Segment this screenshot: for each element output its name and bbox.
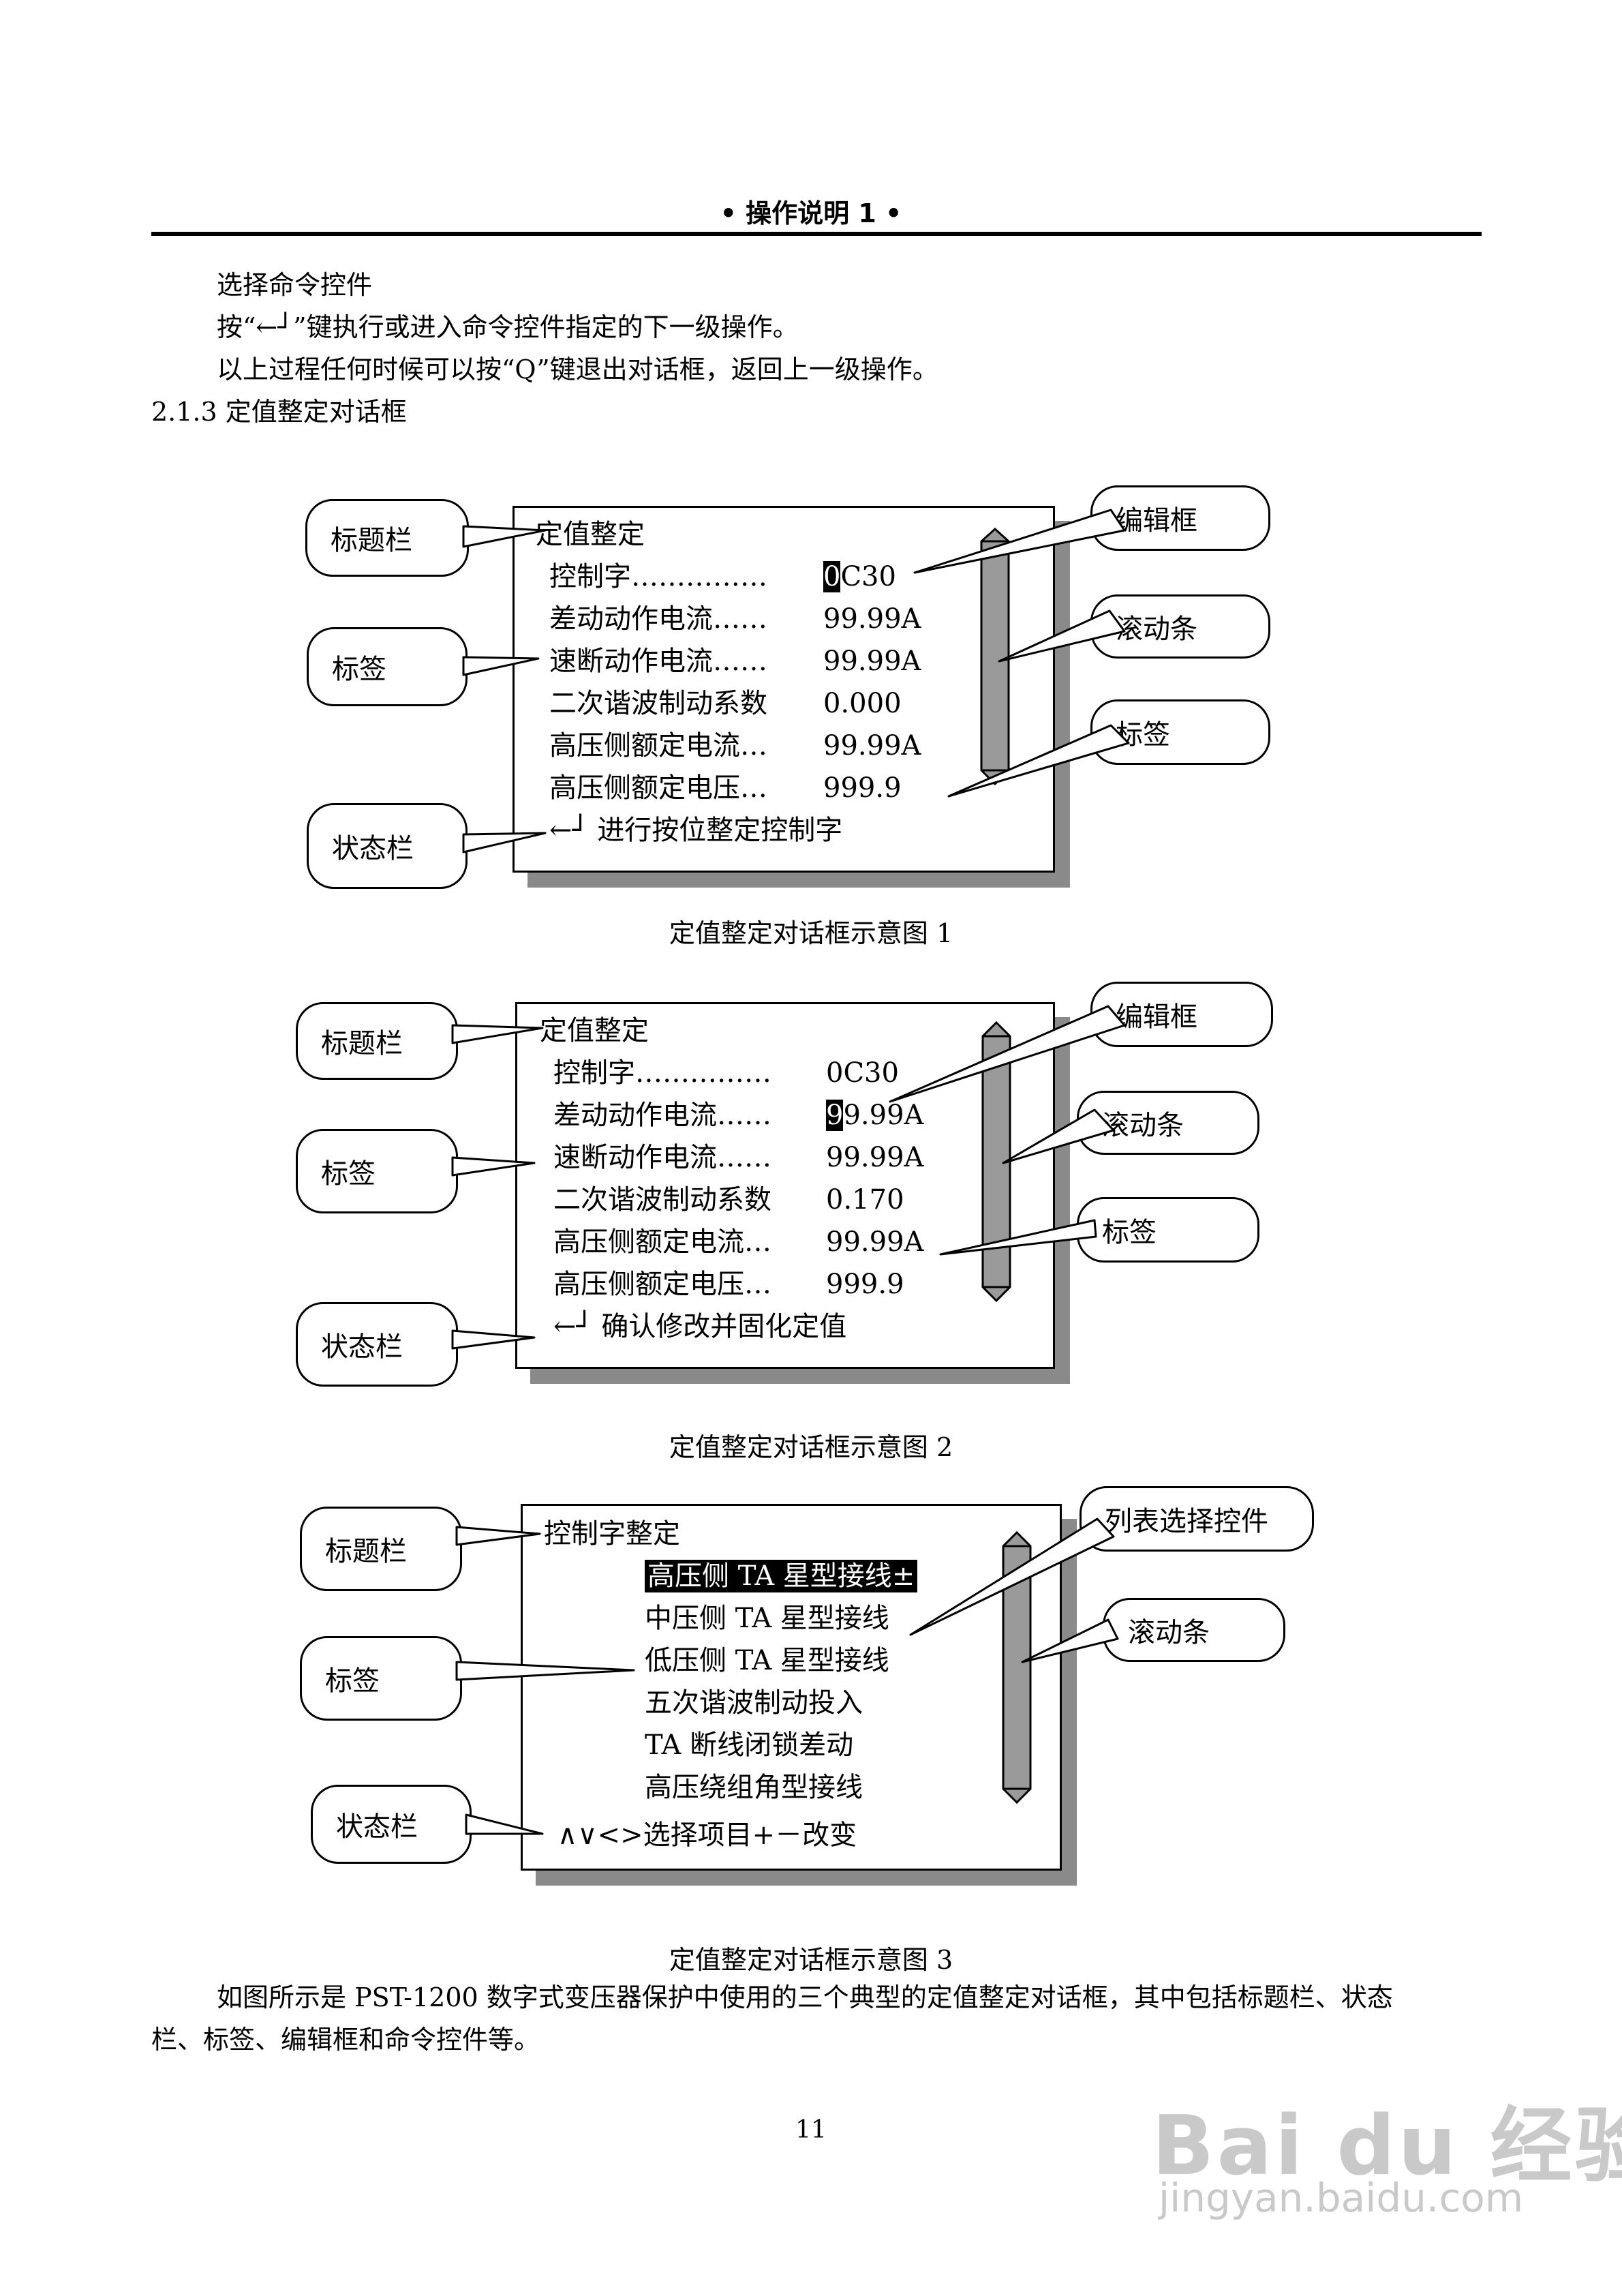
setting-value[interactable]: 0C30	[826, 1057, 899, 1089]
setting-value[interactable]: 99.99A	[826, 1142, 924, 1173]
list-item[interactable]: 五次谐波制动投入	[645, 1687, 863, 1719]
setting-label: 控制字……………	[549, 561, 767, 592]
setting-label: 高压侧额定电压…	[549, 772, 767, 804]
callout-label: 标签	[296, 1129, 458, 1213]
setting-value-edit-box[interactable]: 99.99A	[826, 1099, 923, 1132]
callout-scroll-bar: 滚动条	[1090, 594, 1270, 659]
edit-cursor: 0	[823, 561, 841, 592]
watermark-url: jingyan.baidu.com	[1159, 2175, 1524, 2221]
callout-title-bar: 标题栏	[300, 1507, 462, 1591]
callout-status-bar: 状态栏	[296, 1302, 458, 1387]
callout-scroll-bar: 滚动条	[1077, 1091, 1259, 1155]
setting-value: C30	[840, 561, 896, 592]
setting-value[interactable]: 99.99A	[823, 730, 921, 761]
callout-label: 标签	[307, 627, 468, 706]
setting-label: 高压侧额定电压…	[553, 1269, 771, 1300]
intro-line-2: 按“←┘”键执行或进入命令控件指定的下一级操作。	[217, 312, 799, 342]
setting-label: 速断动作电流……	[553, 1142, 771, 1173]
callout-edit-box: 编辑框	[1090, 982, 1273, 1047]
dialog-2-title: 定值整定	[540, 1015, 649, 1046]
intro-line-3: 以上过程任何时候可以按“Q”键退出对话框，返回上一级操作。	[217, 354, 938, 384]
callout-label: 标签	[300, 1636, 462, 1721]
summary-line-1: 如图所示是 PST-1200 数字式变压器保护中使用的三个典型的定值整定对话框，…	[217, 1982, 1393, 2012]
figure-3-caption: 定值整定对话框示意图 3	[669, 1945, 953, 1975]
section-heading: 2.1.3 定值整定对话框	[151, 397, 407, 427]
list-item[interactable]: 中压侧 TA 星型接线	[645, 1603, 889, 1634]
setting-label: 高压侧额定电流…	[549, 730, 767, 761]
setting-value[interactable]: 999.9	[826, 1269, 904, 1300]
setting-label: 差动动作电流……	[553, 1100, 771, 1131]
callout-scroll-bar: 滚动条	[1103, 1598, 1285, 1662]
setting-label: 控制字……………	[553, 1057, 771, 1089]
list-item[interactable]: TA 断线闭锁差动	[645, 1729, 854, 1761]
setting-value[interactable]: 0.170	[826, 1184, 904, 1215]
summary-line-2: 栏、标签、编辑框和命令控件等。	[151, 2025, 540, 2055]
page-header: • 操作说明 1 •	[720, 198, 902, 228]
callout-title-bar: 标题栏	[296, 1002, 458, 1080]
setting-label: 二次谐波制动系数	[549, 688, 767, 719]
setting-value-edit-box[interactable]: 0C30	[823, 560, 896, 593]
callout-list-control: 列表选择控件	[1080, 1486, 1314, 1552]
setting-value[interactable]: 0.000	[823, 688, 902, 719]
list-item[interactable]: 低压侧 TA 星型接线	[645, 1645, 889, 1676]
setting-value[interactable]: 99.99A	[826, 1226, 924, 1258]
figure-1-caption: 定值整定对话框示意图 1	[669, 918, 953, 948]
list-item[interactable]: 高压绕组角型接线	[645, 1772, 863, 1803]
callout-label-right: 标签	[1090, 699, 1270, 765]
edit-cursor: 9	[826, 1100, 844, 1131]
dialog-2-status-bar: ←┘ 确认修改并固化定值	[553, 1311, 847, 1342]
setting-value[interactable]: 99.99A	[823, 603, 921, 635]
page-number: 11	[795, 2116, 827, 2144]
dialog-1-status-bar: ←┘ 进行按位整定控制字	[549, 815, 843, 846]
dialog-1-title: 定值整定	[536, 519, 645, 550]
setting-label: 速断动作电流……	[549, 646, 767, 677]
setting-value[interactable]: 99.99A	[823, 646, 921, 677]
list-item-selected[interactable]: 高压侧 TA 星型接线±	[645, 1560, 918, 1592]
callout-status-bar: 状态栏	[311, 1785, 472, 1864]
setting-label: 高压侧额定电流…	[553, 1226, 771, 1258]
figure-2-caption: 定值整定对话框示意图 2	[669, 1432, 953, 1462]
callout-title-bar: 标题栏	[305, 499, 469, 577]
intro-line-1: 选择命令控件	[217, 270, 373, 300]
watermark-logo: Bai du 经验	[1152, 2099, 1622, 2194]
dialog-3-status-bar: ∧∨<>选择项目+－改变	[557, 1819, 857, 1851]
setting-label: 差动动作电流……	[549, 603, 767, 635]
setting-value: 9.99A	[843, 1100, 924, 1131]
header-rule	[151, 232, 1482, 236]
setting-value[interactable]: 999.9	[823, 772, 902, 804]
dialog-3-title: 控制字整定	[544, 1518, 680, 1550]
callout-label-right: 标签	[1077, 1197, 1259, 1263]
setting-label: 二次谐波制动系数	[553, 1184, 771, 1215]
callout-edit-box: 编辑框	[1090, 485, 1270, 551]
callout-status-bar: 状态栏	[307, 803, 468, 889]
